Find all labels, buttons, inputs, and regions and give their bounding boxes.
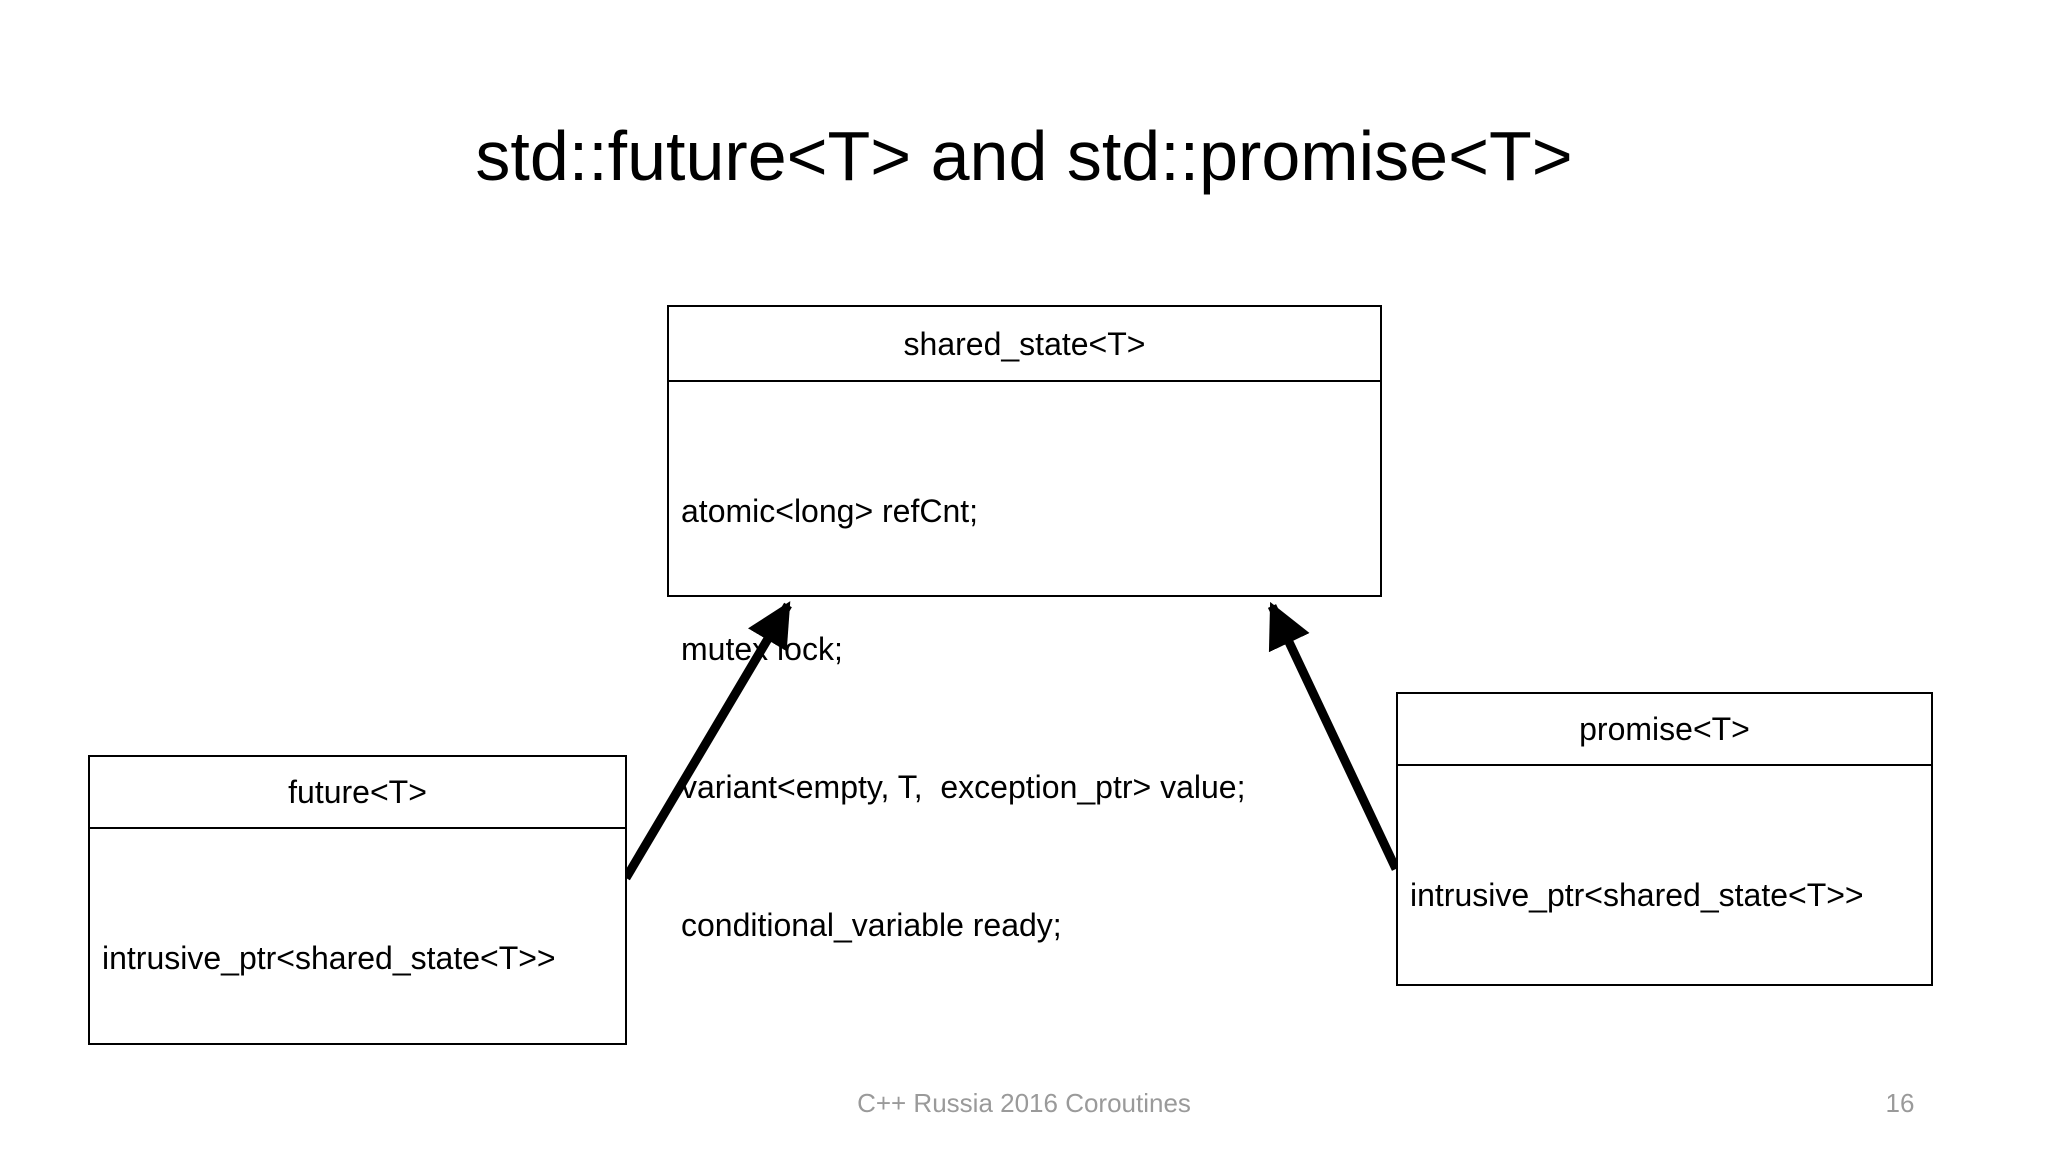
class-member-spacer xyxy=(1410,1010,1919,1056)
class-name-shared-state: shared_state<T> xyxy=(669,307,1380,382)
class-member: conditional_variable ready; xyxy=(681,907,1062,943)
class-member: set_value(T) xyxy=(1410,1148,1919,1152)
class-member-spacer xyxy=(102,1073,613,1119)
class-members-promise: intrusive_ptr<shared_state<T>> set_value… xyxy=(1398,766,1931,1152)
class-member: mutex lock; xyxy=(681,631,843,667)
class-name-future: future<T> xyxy=(90,757,625,829)
arrow-future-to-shared-state xyxy=(622,601,792,881)
page-title: std::future<T> and std::promise<T> xyxy=(475,117,1573,195)
class-member: variant<empty, T, exception_ptr> value; xyxy=(681,769,1246,805)
class-box-shared-state: shared_state<T> atomic<long> refCnt; mut… xyxy=(667,305,1382,943)
slide-number: 16 xyxy=(1885,1088,1915,1118)
class-name-promise: promise<T> xyxy=(1398,694,1931,766)
class-member: atomic<long> refCnt; xyxy=(681,493,979,529)
arrow-promise-to-shared-state xyxy=(1267,601,1401,871)
class-box-promise: promise<T> intrusive_ptr<shared_state<T>… xyxy=(1396,692,1933,986)
class-member: intrusive_ptr<shared_state<T>> xyxy=(102,940,556,976)
class-members-future: intrusive_ptr<shared_state<T>> wait() T … xyxy=(90,829,625,1152)
class-member: intrusive_ptr<shared_state<T>> xyxy=(1410,877,1864,913)
slide-footer: C++ Russia 2016 Coroutines xyxy=(857,1088,1191,1118)
class-box-future: future<T> intrusive_ptr<shared_state<T>>… xyxy=(88,755,627,1045)
class-members-shared-state: atomic<long> refCnt; mutex lock; variant… xyxy=(669,382,1380,1040)
